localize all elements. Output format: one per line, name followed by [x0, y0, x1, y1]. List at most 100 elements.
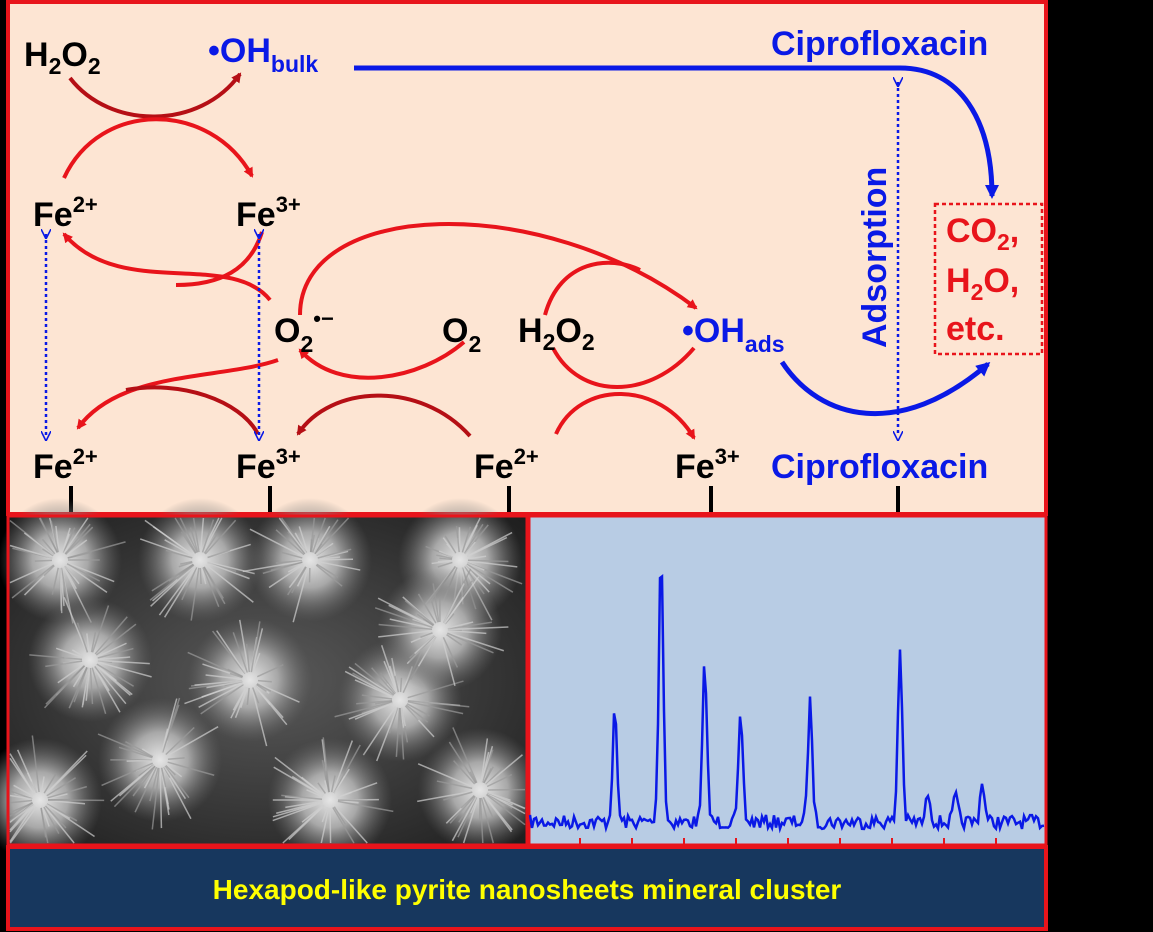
nanosheet-fiber [161, 728, 169, 753]
nanosheet-fiber [200, 683, 244, 715]
nanosheet-fiber [281, 794, 323, 800]
nanosheet-fiber [354, 662, 395, 696]
nanosheet-fiber [395, 707, 401, 757]
nanosheet-fiber [9, 790, 33, 800]
nanosheet-fiber [317, 782, 327, 794]
nanosheet-fiber [163, 766, 187, 800]
nanosheet-fiber [332, 807, 355, 844]
o2-label: O2 [442, 312, 481, 357]
nanosheet-fiber [190, 567, 200, 621]
nanosheet-fiber [406, 703, 430, 717]
nanosheet-fiber [194, 679, 243, 686]
nanosheet-fiber [94, 616, 128, 655]
nanosheet-fiber [207, 562, 250, 580]
nanosheet-fiber [234, 687, 248, 719]
nanosheet-fiber [9, 804, 35, 833]
nanosheet-fiber [444, 596, 464, 624]
nanosheet-fiber [89, 667, 94, 705]
nanosheet-fiber [64, 565, 80, 585]
nanosheet-fiber [337, 782, 378, 798]
nanosheet-fiber [314, 517, 350, 555]
nanosheet-fiber [9, 803, 34, 823]
ciprofloxacin-top-label: Ciprofloxacin [771, 25, 988, 63]
nanosheet-fiber [174, 517, 197, 554]
fe2-lower-2-label: Fe2+ [474, 444, 539, 486]
nanosheet-fiber [205, 564, 254, 603]
nanosheet-fiber [165, 764, 183, 778]
nanosheet-fiber [31, 735, 40, 793]
nanosheet-fiber [250, 621, 261, 673]
nanosheet-fiber [465, 564, 491, 585]
nanosheet-fiber [310, 534, 315, 553]
nanosheet-fiber [282, 804, 325, 844]
nanosheet-fiber [166, 726, 219, 757]
nanosheet-fiber [67, 562, 115, 583]
nanosheet-fiber [167, 757, 185, 761]
nanosheet-fiber [57, 664, 84, 684]
nanosheet-fiber [455, 526, 460, 553]
ciprofloxacin-bottom-label: Ciprofloxacin [771, 448, 988, 486]
nanosheet-fiber [67, 541, 126, 559]
nanosheet-fiber [97, 733, 153, 758]
nanosheet-fiber [436, 554, 453, 560]
nanosheet-fiber [436, 780, 473, 790]
nanosheet-fiber [66, 563, 101, 582]
sem-nanosheets-image [0, 498, 542, 862]
nanosheet-fiber [458, 796, 477, 823]
nanosheet-fiber [463, 523, 484, 554]
nanosheet-fiber [465, 564, 480, 579]
nanosheet-fiber [481, 751, 490, 783]
nanosheet-fiber [361, 694, 393, 700]
nanosheet-fiber [333, 744, 361, 794]
nanosheet-fiber [320, 807, 330, 844]
nanosheet-fiber [389, 665, 399, 693]
nanosheet-fiber [294, 532, 307, 554]
nanosheet-fiber [371, 667, 396, 695]
arrow-h2o2-to-oh-bulk [68, 72, 242, 119]
arrow-fe2-to-fe3-lower-1 [296, 393, 472, 438]
h2o2-top-label: H2O2 [24, 36, 101, 79]
nanosheet-fiber [167, 761, 215, 776]
arrow-superoxide-to-fe2-upper [62, 232, 272, 302]
nanosheet-fiber [9, 757, 36, 795]
nanosheet-fiber [41, 807, 50, 827]
nanosheet-fiber [212, 630, 246, 675]
nanosheet-fiber [447, 631, 505, 652]
nanosheet-fiber [254, 685, 271, 705]
nanosheet-fiber [202, 517, 223, 553]
nanosheet-fiber [457, 796, 478, 838]
nanosheet-fiber [377, 597, 434, 628]
nanosheet-fiber [400, 707, 406, 727]
nanosheet-fiber [317, 548, 352, 559]
nanosheet-fiber [95, 664, 131, 696]
nanosheet-fiber [47, 785, 88, 799]
nanosheet-fiber [291, 775, 324, 797]
arrow-fe2-lower-to-fe3-lower [125, 385, 260, 435]
nanosheet-fiber [268, 563, 304, 589]
oh-ads-label: •OHads [682, 312, 785, 357]
nanosheet-fiber [96, 663, 135, 687]
nanosheet-fiber [178, 564, 194, 576]
nanosheet-fiber [467, 555, 487, 560]
nanosheet-fiber [313, 519, 339, 554]
nanosheet-fiber [251, 687, 268, 747]
nanosheet-fiber [321, 807, 329, 823]
nanosheet-fiber [50, 520, 59, 553]
nanosheet-fiber [437, 561, 453, 568]
nanosheet-fiber [55, 647, 83, 659]
nanosheet-fiber [417, 790, 473, 803]
nanosheet-fiber [316, 542, 334, 556]
nanosheet-fiber [317, 558, 354, 561]
nanosheet-fiber [467, 559, 509, 563]
nanosheet-fiber [91, 667, 107, 715]
nanosheet-fiber [394, 675, 400, 693]
nanosheet-fiber [276, 801, 323, 814]
nanosheet-fiber [9, 799, 33, 804]
nanosheet-fiber [309, 539, 313, 553]
nanosheet-fiber [431, 601, 439, 623]
nanosheet-fiber [206, 680, 243, 689]
nanosheet-fiber [46, 777, 76, 797]
nanosheet-fiber [256, 682, 300, 703]
nanosheet-fiber [9, 801, 33, 817]
